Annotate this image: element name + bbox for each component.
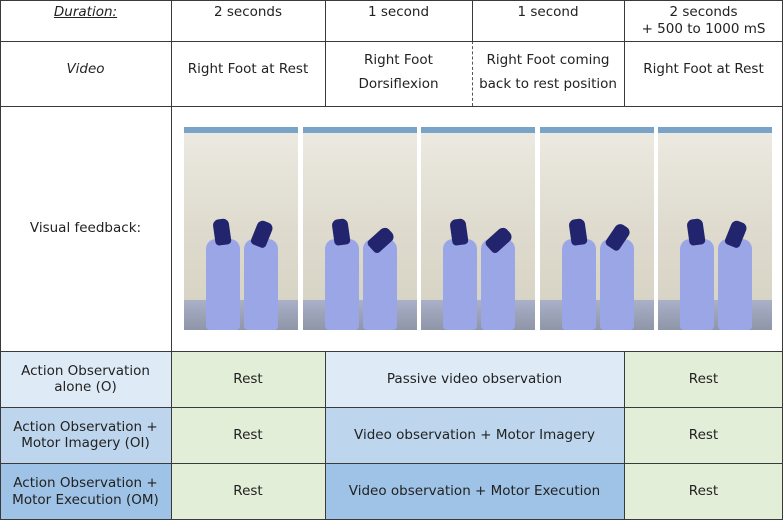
visual-feedback-label: Visual feedback: (29, 220, 142, 237)
cond-o-label-line2: alone (O) (54, 379, 117, 395)
left-leg (561, 239, 596, 330)
cond-oi-rest-after: Rest (688, 426, 719, 443)
grid-line (0, 463, 783, 464)
frame-floor (184, 300, 298, 330)
cond-om-rest-after-bg (624, 463, 783, 520)
video-frame-2 (302, 127, 417, 330)
grid-line (325, 351, 326, 520)
duration-phase-4-line2: + 500 to 1000 mS (641, 20, 766, 37)
left-leg (324, 239, 359, 330)
video-frames-strip (184, 127, 772, 330)
duration-phase-1: 2 seconds (213, 3, 283, 20)
cond-oi-label-line1: Action Observation + (13, 418, 158, 435)
frame-top-bar (302, 127, 417, 133)
frame-top-bar (658, 127, 772, 133)
cond-o-label: Action Observation alone (O) (0, 351, 171, 407)
video-frame-4 (539, 127, 654, 330)
right-leg (599, 239, 634, 330)
video-frame-5 (658, 127, 772, 330)
video-phase-2-line2: Dorsiflexion (358, 76, 439, 92)
cond-o-label-bg (0, 351, 171, 407)
cond-om-middle: Video observation + Motor Execution (348, 483, 601, 500)
cond-oi-label: Action Observation + Motor Imagery (OI) (0, 407, 171, 463)
frame-floor (658, 300, 772, 330)
duration-phase-4-line1: 2 seconds (669, 4, 738, 21)
grid-line (624, 351, 625, 520)
grid-line (171, 0, 172, 520)
grid-line-dashed (472, 41, 473, 106)
cond-om-rest-after: Rest (688, 483, 719, 500)
frame-floor (539, 300, 654, 330)
cond-oi-middle-bg (325, 407, 624, 463)
video-frame-1 (184, 127, 298, 330)
cond-o-middle: Passive video observation (386, 370, 563, 387)
cond-o-middle-bg (325, 351, 624, 407)
left-foot (212, 218, 232, 246)
cond-o-rest-after: Rest (688, 370, 719, 387)
video-phase-4: Right Foot at Rest (643, 61, 764, 78)
cond-om-label-bg (0, 463, 171, 520)
right-leg (481, 239, 515, 330)
left-leg (680, 239, 714, 330)
cond-o-label-line1: Action Observation (21, 362, 150, 379)
grid-line (0, 0, 783, 1)
left-foot (567, 218, 588, 246)
duration-phase-4: 2 seconds + 500 to 1000 mS (624, 0, 783, 41)
video-phase-1: Right Foot at Rest (187, 61, 309, 78)
duration-phase-3: 1 second (517, 3, 579, 20)
cond-om-label: Action Observation + Motor Execution (OM… (0, 463, 171, 520)
cond-oi-rest-before: Rest (233, 426, 263, 443)
grid-line (472, 0, 473, 41)
frame-top-bar (421, 127, 535, 133)
duration-label: Duration: (53, 3, 118, 20)
frame-top-bar (539, 127, 654, 133)
cond-o-rest-before-bg (171, 351, 325, 407)
left-leg (443, 239, 477, 330)
right-leg (718, 239, 752, 330)
grid-line (0, 0, 1, 520)
cond-om-middle-bg (325, 463, 624, 520)
duration-phase-2: 1 second (367, 3, 430, 20)
cond-oi-label-line2: Motor Imagery (OI) (21, 435, 150, 451)
frame-floor (302, 300, 417, 330)
video-frame-3 (421, 127, 535, 330)
video-phase-2: Right Foot Dorsiflexion (325, 41, 472, 105)
grid-line (624, 0, 625, 106)
video-phase-3-line1: Right Foot coming (486, 52, 610, 69)
cond-o-rest-after-bg (624, 351, 783, 407)
grid-line (0, 407, 783, 408)
right-leg (362, 239, 397, 330)
grid-line (0, 106, 783, 107)
frame-floor (421, 300, 535, 330)
cond-oi-rest-before-bg (171, 407, 325, 463)
cond-oi-middle: Video observation + Motor Imagery (354, 426, 595, 443)
grid-line (0, 351, 783, 352)
left-foot (330, 218, 351, 246)
video-phase-3: Right Foot coming back to rest position (472, 41, 624, 105)
cond-oi-rest-after-bg (624, 407, 783, 463)
video-phase-2-line1: Right Foot (364, 52, 433, 69)
cond-o-rest-before: Rest (233, 370, 263, 387)
left-leg (206, 239, 240, 330)
right-leg (244, 239, 278, 330)
left-foot (449, 218, 469, 246)
cond-om-label-line2: Motor Execution (OM) (12, 491, 159, 508)
grid-line (325, 0, 326, 106)
grid-line (0, 41, 783, 42)
frame-top-bar (184, 127, 298, 133)
video-phase-3-line2: back to rest position (479, 76, 617, 92)
cond-om-label-line1: Action Observation + (13, 475, 158, 492)
cond-oi-label-bg (0, 407, 171, 463)
cond-om-rest-before-bg (171, 463, 325, 520)
left-foot (686, 218, 706, 246)
cond-om-rest-before: Rest (233, 483, 263, 500)
video-label: Video (66, 61, 105, 78)
